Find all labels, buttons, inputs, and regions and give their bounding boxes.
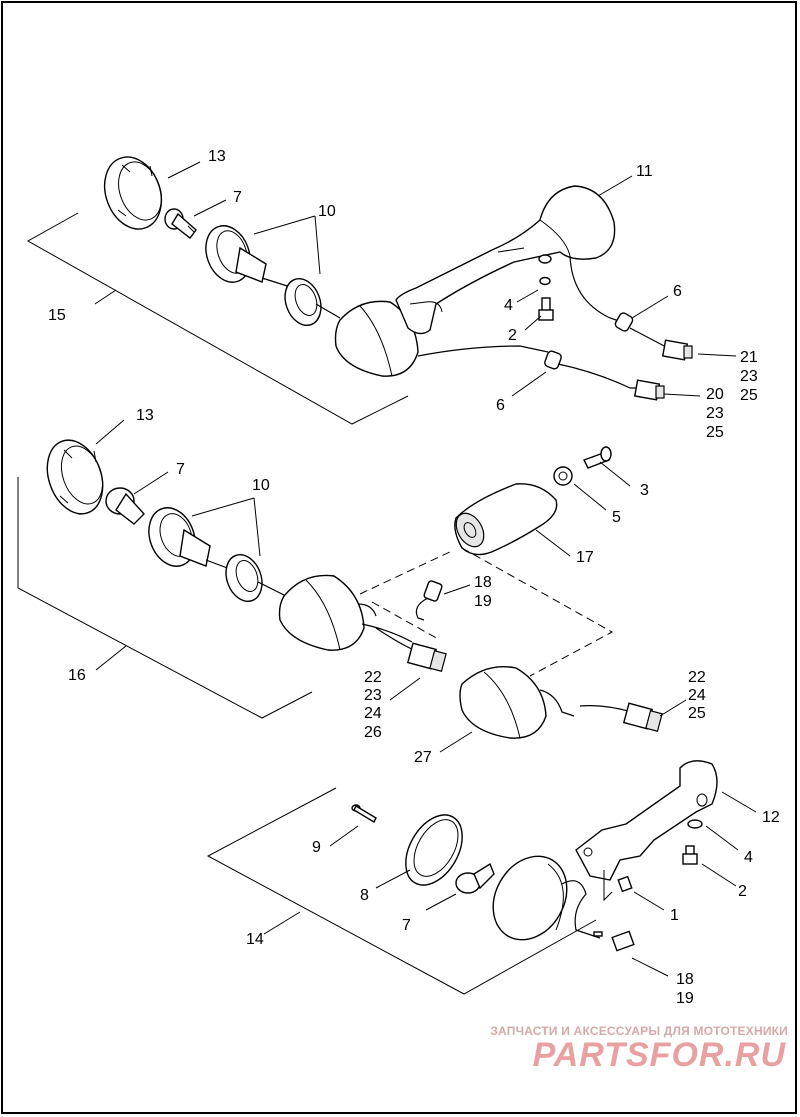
- callout-20: 20: [706, 386, 724, 403]
- assembly-group-16: [17, 419, 687, 753]
- callout-11: 11: [636, 163, 653, 180]
- callout-21: 21: [740, 349, 758, 366]
- callout-18-lower: 18: [676, 971, 694, 988]
- callout-7-lower: 7: [402, 917, 411, 934]
- callout-25-right: 25: [688, 705, 706, 722]
- callout-9: 9: [312, 839, 321, 856]
- callout-17: 17: [576, 549, 594, 566]
- callout-13-top: 13: [208, 148, 226, 165]
- wire-upper: [569, 255, 623, 323]
- bulb-7-lower: [455, 862, 495, 894]
- callout-10-middle: 10: [252, 477, 270, 494]
- wire-lower: [417, 345, 549, 357]
- grommet-6-lower: [544, 350, 562, 370]
- screw-1: [617, 875, 633, 893]
- grommet-10-middle: [225, 554, 287, 602]
- callout-1: 1: [670, 907, 679, 924]
- bulb-7-middle: [105, 487, 145, 525]
- callout-labels: 13 7 10 11 15 4 2 6 21 23 25 6 20 23 25 …: [48, 148, 780, 1007]
- callout-18-middle: 18: [474, 574, 492, 591]
- wire-lower-end: [557, 363, 640, 389]
- bezel-ring-8: [405, 814, 463, 886]
- lens-ring-13-middle: [46, 439, 104, 515]
- lamp-housing: [334, 300, 419, 377]
- callout-6-lower: 6: [496, 397, 505, 414]
- callout-10-top: 10: [318, 203, 336, 220]
- callout-23-upper: 23: [740, 368, 758, 385]
- callout-2-lower: 2: [738, 883, 747, 900]
- screw-3: [583, 446, 612, 469]
- screw-9: [351, 804, 377, 823]
- callout-23-lower: 23: [706, 405, 724, 422]
- callout-15: 15: [48, 307, 66, 324]
- lens-ring-13: [103, 156, 163, 230]
- callout-25-upper: 25: [740, 387, 758, 404]
- mount-17: [454, 483, 558, 556]
- watermark-logo: PARTSFOR.RU: [533, 1036, 787, 1072]
- grommet-6-upper: [614, 312, 634, 332]
- assembly-group-14: [206, 760, 757, 995]
- bolt-2: [538, 297, 554, 321]
- socket-10-middle: [148, 507, 239, 573]
- grommet-10: [284, 278, 341, 326]
- callout-24-left: 24: [364, 705, 382, 722]
- watermark-tagline: ЗАПЧАСТИ И АКСЕССУАРЫ ДЛЯ МОТОТЕХНИКИ: [490, 1024, 788, 1038]
- callout-25-lower: 25: [706, 424, 724, 441]
- callout-12: 12: [762, 809, 780, 826]
- callout-2-top: 2: [508, 327, 517, 344]
- wire-upper-end: [629, 327, 669, 349]
- connector-22-right: [622, 702, 663, 732]
- washer-5: [553, 466, 573, 486]
- wire-22: [375, 627, 415, 651]
- callout-19-lower: 19: [676, 990, 694, 1007]
- callout-19-middle: 19: [474, 593, 492, 610]
- callout-3: 3: [640, 482, 649, 499]
- mount-bar-11: [395, 185, 616, 335]
- connector-18-middle: [415, 580, 443, 621]
- watermark-logo-text: PARTSFOR.RU: [533, 1036, 787, 1072]
- lamp-housing-middle: [278, 574, 413, 651]
- callout-14: 14: [246, 931, 264, 948]
- bracket-12: [575, 760, 718, 902]
- callout-22-left: 22: [364, 669, 382, 686]
- callout-4-lower: 4: [744, 849, 753, 866]
- bulb-7: [164, 208, 197, 239]
- lamp-housing-lower: [492, 855, 603, 941]
- connector-22-left: [406, 642, 447, 672]
- callout-27: 27: [414, 749, 432, 766]
- callout-13-middle: 13: [136, 407, 154, 424]
- connector-upper: [661, 339, 693, 361]
- connector-18-lower: [611, 930, 635, 952]
- callout-23-left: 23: [364, 687, 382, 704]
- washer-4-lower: [687, 819, 703, 829]
- callout-22-right: 22: [688, 669, 706, 686]
- socket-10: [205, 225, 301, 291]
- connector-lower: [633, 379, 665, 401]
- callout-5: 5: [612, 509, 621, 526]
- callout-26: 26: [364, 724, 382, 741]
- assembly-group-15: [26, 156, 737, 425]
- callout-16: 16: [68, 667, 86, 684]
- callout-8: 8: [360, 887, 369, 904]
- lamp-housing-27: [459, 666, 633, 739]
- callout-7-middle: 7: [176, 461, 185, 478]
- callout-4-top: 4: [504, 297, 513, 314]
- bolt-2-lower: [682, 845, 698, 865]
- washer-4: [538, 254, 552, 286]
- callout-24-right: 24: [688, 687, 706, 704]
- callout-7-top: 7: [233, 189, 242, 206]
- callout-6-upper: 6: [673, 283, 682, 300]
